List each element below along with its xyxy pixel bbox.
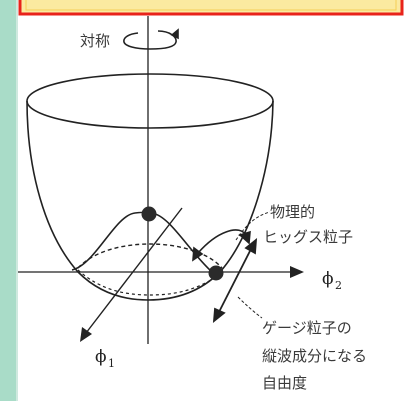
left-band bbox=[0, 0, 16, 401]
phi2-label: ϕ bbox=[322, 269, 334, 289]
gauge-label-line3: 自由度 bbox=[262, 374, 307, 392]
gauge-label-line1: ゲージ粒子の bbox=[262, 319, 352, 337]
gauge-leader-line bbox=[237, 296, 263, 319]
phi1-axis bbox=[85, 207, 183, 334]
phi1-label: ϕ bbox=[95, 347, 107, 367]
true-vacuum-ball bbox=[208, 265, 224, 281]
phi2-subscript: 2 bbox=[335, 279, 342, 292]
gauge-label-line2: 縦波成分になる bbox=[262, 347, 367, 365]
higgs-label: ヒッグス粒子 bbox=[263, 228, 353, 246]
phi2-arrowhead-icon bbox=[290, 266, 304, 278]
central-hump bbox=[71, 211, 213, 273]
top-banner-frame bbox=[18, 0, 404, 16]
physical-label: 物理的 bbox=[270, 203, 315, 221]
bowl-outline bbox=[26, 100, 274, 301]
higgs-leader-line bbox=[235, 211, 271, 241]
top-banner-inner bbox=[25, 0, 397, 11]
phi1-arrowhead-icon bbox=[80, 327, 92, 342]
gauge-tangent-arrow-icon bbox=[212, 238, 258, 324]
bowl-rim bbox=[26, 73, 274, 129]
left-band-edge bbox=[16, 0, 18, 401]
higgs-oscillation-arrow-icon bbox=[192, 229, 251, 262]
valley-ring-back bbox=[77, 243, 223, 269]
rotation-arrow-icon bbox=[123, 28, 179, 50]
phi1-subscript: 1 bbox=[108, 357, 115, 370]
false-vacuum-ball bbox=[141, 206, 157, 222]
symmetry-label: 対称 bbox=[80, 32, 110, 50]
valley-ring-front bbox=[77, 269, 223, 296]
